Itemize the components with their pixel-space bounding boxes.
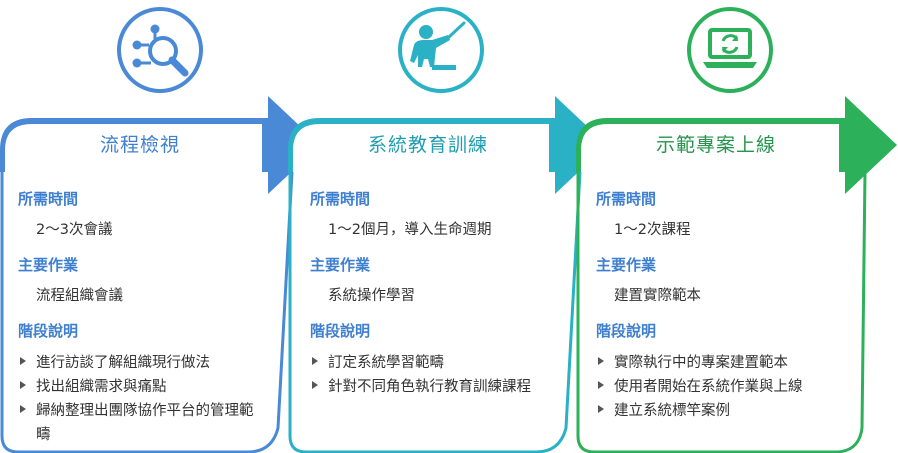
time-label: 所需時間 (18, 190, 79, 208)
work-value: 系統操作學習 (328, 288, 415, 304)
bullet-triangle-icon (20, 405, 26, 413)
bullet-triangle-icon (598, 381, 604, 389)
stage-1-title-box (5, 124, 262, 172)
work-value: 流程組織會議 (36, 288, 123, 304)
time-value: 1～2個月，導入生命週期 (328, 222, 492, 238)
magnifier-network-icon (117, 7, 203, 93)
desc-label: 階段說明 (596, 322, 657, 340)
stage-3-shape (576, 96, 897, 453)
stage-1-panel: 所需時間 2～3次會議 主要作業 流程組織會議 階段說明 進行訪談了解組織現行做… (18, 188, 280, 447)
bullet-triangle-icon (20, 357, 26, 365)
laptop-refresh-icon (687, 7, 773, 93)
stage-3-panel: 所需時間 1～2次課程 主要作業 建置實際範本 階段說明 實際執行中的專案建置範… (596, 188, 858, 423)
stage-1-panel-outline (0, 171, 294, 453)
stage-2-title: 系統教育訓練 (367, 134, 488, 156)
stage-2-panel-outline (288, 171, 582, 453)
desc-list: 進行訪談了解組織現行做法 找出組織需求與痛點 歸納整理出團隊協作平台的管理範疇 (18, 351, 280, 447)
teacher-pointer-icon (398, 7, 484, 93)
bullet-triangle-icon (312, 381, 318, 389)
list-item: 針對不同角色執行教育訓練課程 (310, 375, 548, 399)
list-item: 實際執行中的專案建置範本 (596, 351, 858, 375)
stage-1-shape (0, 96, 320, 453)
list-item: 歸納整理出團隊協作平台的管理範疇 (18, 399, 256, 447)
time-label: 所需時間 (596, 190, 657, 208)
list-item: 使用者開始在系統作業與上線 (596, 375, 858, 399)
time-value: 1～2次課程 (614, 222, 691, 238)
stage-2-title-box (293, 124, 549, 172)
list-item: 找出組織需求與痛點 (18, 375, 280, 399)
time-value: 2～3次會議 (36, 222, 113, 238)
desc-list: 實際執行中的專案建置範本 使用者開始在系統作業與上線 建立系統標竿案例 (596, 351, 858, 423)
bullet-triangle-icon (598, 357, 604, 365)
work-value: 建置實際範本 (614, 288, 701, 304)
stage-3-title: 示範專案上線 (655, 134, 776, 156)
bullet-triangle-icon (598, 405, 604, 413)
stage-2-shape (288, 96, 607, 453)
desc-label: 階段說明 (310, 322, 371, 340)
stage-3-panel-outline (576, 171, 867, 453)
stage-2-panel: 所需時間 1～2個月，導入生命週期 主要作業 系統操作學習 階段說明 訂定系統學… (310, 188, 572, 399)
stage-1-title: 流程檢視 (99, 134, 180, 156)
list-item: 建立系統標竿案例 (596, 399, 858, 423)
bullet-triangle-icon (312, 357, 318, 365)
stage-3-title-box (581, 124, 839, 172)
work-label: 主要作業 (18, 256, 79, 274)
bullet-triangle-icon (20, 381, 26, 389)
work-label: 主要作業 (310, 256, 371, 274)
desc-list: 訂定系統學習範疇 針對不同角色執行教育訓練課程 (310, 351, 572, 399)
work-label: 主要作業 (596, 256, 657, 274)
list-item: 訂定系統學習範疇 (310, 351, 572, 375)
list-item: 進行訪談了解組織現行做法 (18, 351, 280, 375)
desc-label: 階段說明 (18, 322, 79, 340)
time-label: 所需時間 (310, 190, 371, 208)
